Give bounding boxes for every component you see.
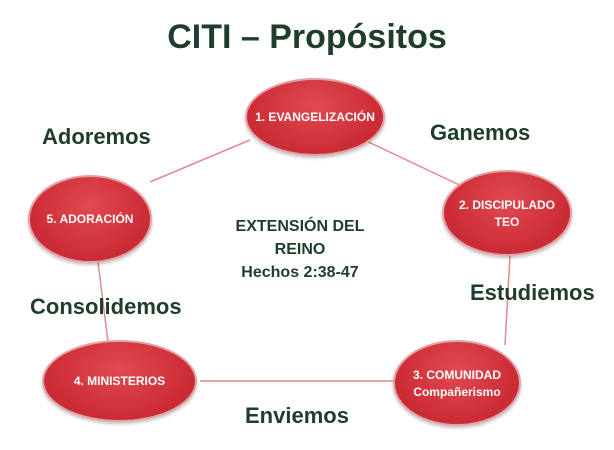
label-estudiemos: Estudiemos: [470, 280, 595, 305]
label-adoremos: Adoremos: [42, 124, 151, 149]
label-enviemos: Enviemos: [245, 403, 349, 428]
node-adoracion: 5. ADORACIÓN: [28, 175, 152, 263]
center-line-1: EXTENSIÓN DEL: [235, 218, 365, 235]
node-ministerios: 4. MINISTERIOS: [42, 340, 197, 422]
diagram-title: CITI – Propósitos: [167, 18, 447, 56]
label-consolidemos: Consolidemos: [30, 294, 182, 319]
node-label: 4. MINISTERIOS: [73, 374, 166, 388]
node-sublabel: TEO: [494, 214, 520, 229]
connector-1-2: [359, 137, 471, 191]
connector-5-1: [149, 139, 251, 183]
node-label: 5. ADORACIÓN: [46, 212, 134, 226]
label-ganemos: Ganemos: [430, 120, 531, 145]
connector-4-5: [97, 261, 109, 343]
center-text: EXTENSIÓN DEL REINO Hechos 2:38-47: [210, 215, 390, 284]
node-comunidad: 3. COMUNIDAD Compañerismo: [393, 340, 521, 426]
node-label: 3. COMUNIDAD: [412, 367, 501, 382]
center-line-3: Hechos 2:38-47: [241, 264, 359, 281]
node-label: 1. EVANGELIZACIÓN: [255, 110, 375, 124]
center-line-2: REINO: [274, 241, 326, 258]
node-sublabel: Compañerismo: [413, 384, 501, 399]
node-label: 2. DISCIPULADO: [458, 197, 555, 212]
node-evangelizacion: 1. EVANGELIZACIÓN: [245, 78, 385, 156]
connector-2-3: [504, 254, 511, 346]
node-discipulado: 2. DISCIPULADO TEO: [442, 170, 572, 256]
